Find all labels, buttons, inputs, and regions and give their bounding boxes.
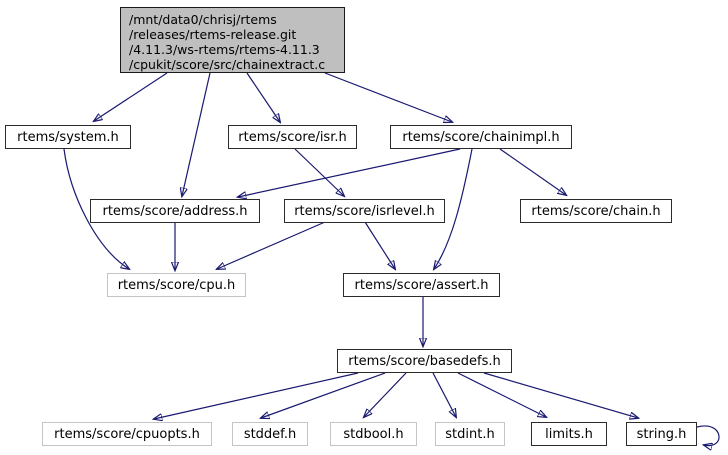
node-rtems-system-h[interactable]: rtems/system.h: [5, 125, 131, 149]
node-rtems-score-basedefs-h[interactable]: rtems/score/basedefs.h: [337, 349, 512, 373]
edge-chainimpl-chain: [499, 148, 566, 195]
edge-system-cpu: [63, 148, 129, 269]
node-stdbool-h: stdbool.h: [330, 422, 417, 446]
edge-source-address: [182, 72, 211, 196]
edge-chainimpl-address: [238, 148, 461, 197]
node-rtems-score-isrlevel-h[interactable]: rtems/score/isrlevel.h: [284, 199, 445, 223]
edge-basedefs-string: [483, 372, 638, 418]
edge-source-isr: [246, 72, 280, 122]
node-stdint-h: stdint.h: [435, 422, 505, 446]
node-limits-h[interactable]: limits.h: [531, 422, 607, 446]
edge-basedefs-limits: [457, 372, 546, 417]
source-path-line: /cpukit/score/src/chainextract.c: [129, 57, 326, 72]
edge-string-self-loop: [696, 425, 720, 446]
node-rtems-score-cpuopts-h: rtems/score/cpuopts.h: [42, 422, 212, 446]
edge-isr-isrlevel: [294, 148, 344, 196]
edge-source-system: [94, 72, 168, 121]
node-rtems-score-cpu-h: rtems/score/cpu.h: [107, 273, 246, 297]
node-rtems-score-chain-h[interactable]: rtems/score/chain.h: [520, 199, 672, 223]
source-path-line: /4.11.3/ws-rtems/rtems-4.11.3: [129, 42, 320, 57]
edge-basedefs-cpuopts: [154, 372, 359, 419]
edge-isrlevel-assert: [364, 221, 395, 269]
edge-basedefs-stdint: [432, 372, 456, 417]
node-rtems-score-assert-h[interactable]: rtems/score/assert.h: [343, 273, 500, 297]
source-path-line: /mnt/data0/chrisj/rtems: [129, 12, 277, 27]
edge-isrlevel-cpu: [217, 221, 326, 269]
edge-basedefs-stddef: [261, 372, 386, 418]
node-chainextract-source-file: /mnt/data0/chrisj/rtems /releases/rtems-…: [120, 7, 345, 73]
node-rtems-score-isr-h[interactable]: rtems/score/isr.h: [228, 125, 357, 149]
node-stddef-h: stddef.h: [232, 422, 308, 446]
source-path-line: /releases/rtems-release.git: [129, 27, 297, 42]
node-rtems-score-address-h[interactable]: rtems/score/address.h: [90, 199, 260, 223]
edge-chainimpl-assert: [434, 148, 473, 269]
edge-source-chainimpl: [324, 72, 452, 122]
node-string-h[interactable]: string.h: [626, 422, 697, 446]
edge-basedefs-stdbool: [364, 372, 407, 417]
node-rtems-score-chainimpl-h[interactable]: rtems/score/chainimpl.h: [390, 125, 572, 149]
